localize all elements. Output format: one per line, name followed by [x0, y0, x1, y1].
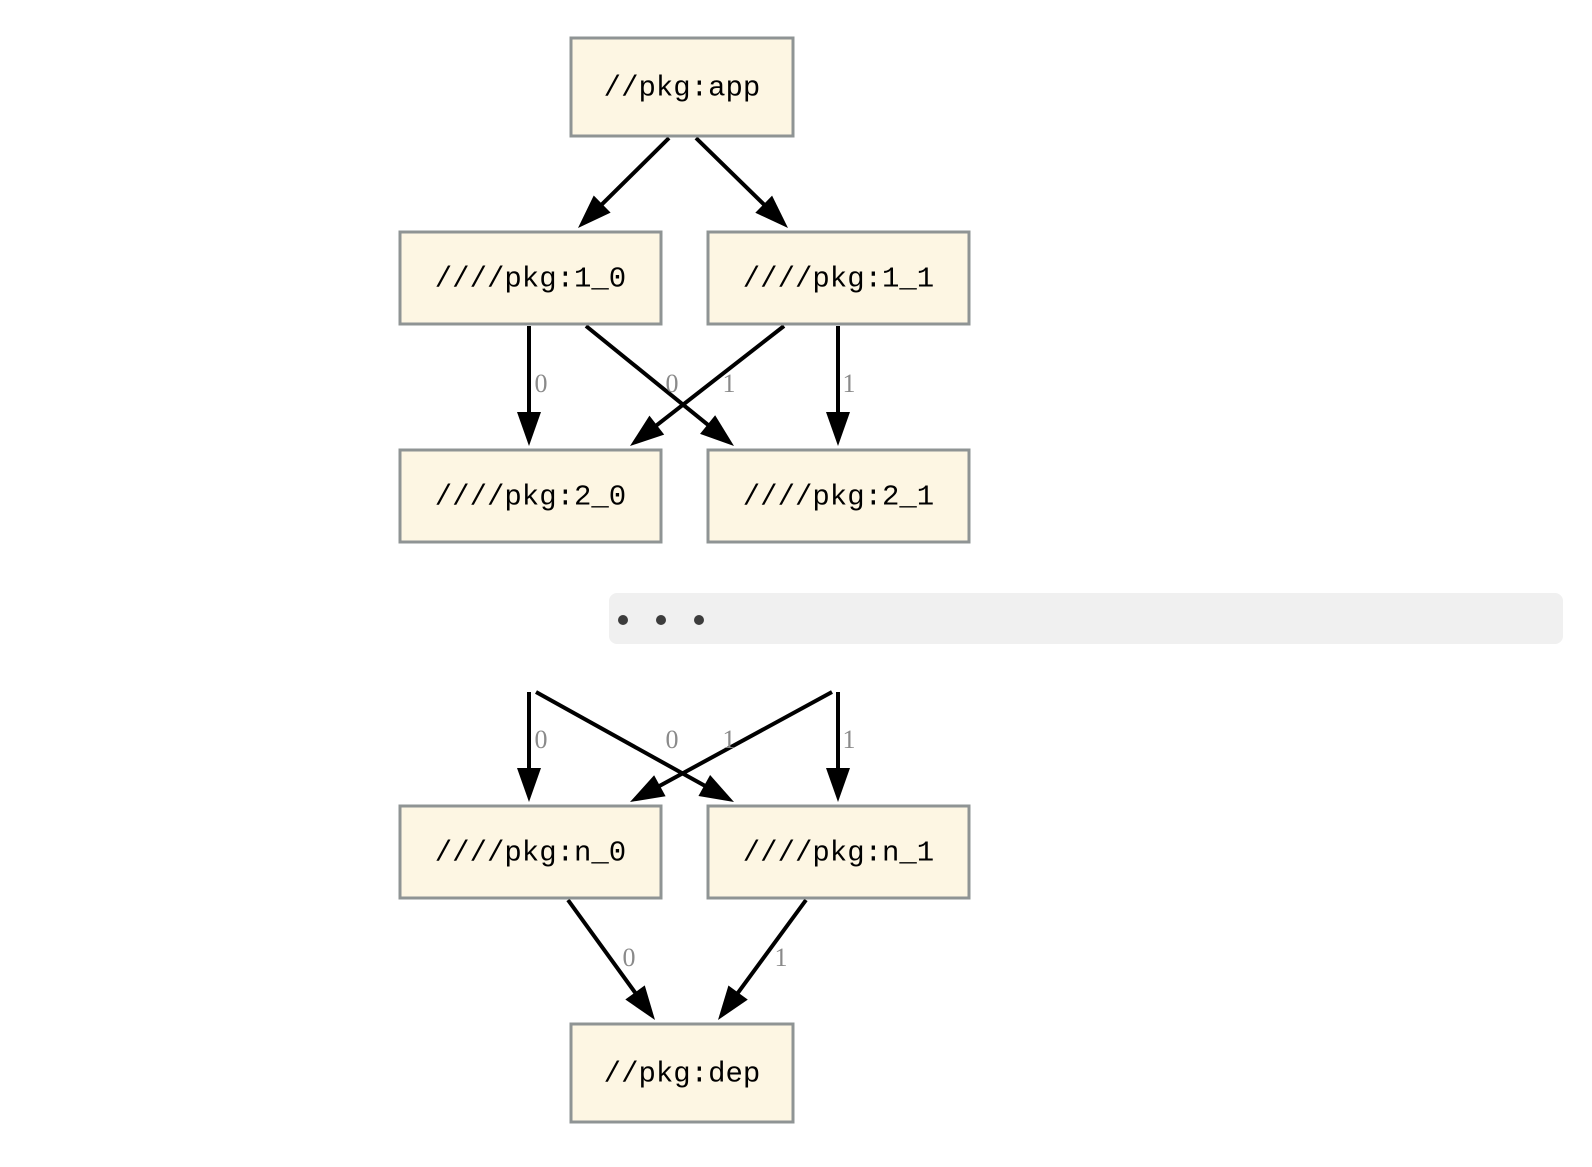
ellipsis-dot-1: [656, 615, 666, 625]
edge-cut-to-nn_1: 1: [826, 692, 856, 802]
node-box[interactable]: [398, 804, 663, 900]
ellipsis-dot-0: [618, 615, 628, 625]
edge-arrowhead: [517, 412, 541, 446]
edge-line: [653, 690, 833, 791]
edge-line: [566, 898, 641, 999]
ellipsis-band: [609, 593, 1563, 644]
node-app[interactable]: //pkg:app: [569, 36, 795, 138]
edge-label: 0: [535, 369, 548, 398]
edge-nn_1-to-dep: 1: [718, 898, 808, 1020]
node-label: //pkg:app: [604, 72, 761, 105]
node-label: ////pkg:1_1: [743, 263, 934, 296]
node-n1_0[interactable]: ////pkg:1_0: [398, 230, 663, 326]
node-nn_0[interactable]: ////pkg:n_0: [398, 804, 663, 900]
edge-nn_0-to-dep: 0: [566, 898, 655, 1020]
edge-app-to-n1_0: [578, 136, 671, 228]
edge-arrowhead: [630, 775, 666, 802]
edge-cut-to-nn_0: 0: [517, 692, 548, 802]
edge-label: 1: [723, 725, 736, 754]
node-box[interactable]: [569, 1022, 795, 1124]
edge-line: [694, 136, 770, 210]
node-box[interactable]: [569, 36, 795, 138]
node-label: ////pkg:2_1: [743, 481, 934, 514]
edge-cut-to-nn_1: 0: [535, 690, 734, 802]
edge-arrowhead: [630, 415, 665, 446]
node-nn_1[interactable]: ////pkg:n_1: [706, 804, 971, 900]
node-box[interactable]: [398, 230, 663, 326]
edge-n1_0-to-n2_1: 0: [584, 324, 734, 446]
edge-line: [584, 324, 714, 430]
node-n1_1[interactable]: ////pkg:1_1: [706, 230, 971, 326]
node-label: ////pkg:2_0: [435, 481, 626, 514]
edge-arrowhead: [700, 415, 734, 446]
node-n2_1[interactable]: ////pkg:2_1: [706, 448, 971, 544]
node-dep[interactable]: //pkg:dep: [569, 1022, 795, 1124]
edge-n1_0-to-n2_0: 0: [517, 326, 548, 446]
edge-arrowhead: [517, 768, 541, 802]
node-box[interactable]: [706, 804, 971, 900]
edge-label: 1: [775, 943, 788, 972]
edge-line: [732, 898, 808, 999]
edge-arrowhead: [698, 774, 734, 802]
node-label: ////pkg:n_1: [743, 837, 934, 870]
edge-arrowhead: [826, 412, 850, 446]
edge-n1_1-to-n2_0: 1: [630, 324, 786, 446]
edge-label: 0: [666, 725, 679, 754]
ellipsis-dot-2: [694, 615, 704, 625]
edge-label: 0: [666, 369, 679, 398]
node-box[interactable]: [706, 448, 971, 544]
node-box[interactable]: [706, 230, 971, 326]
edge-app-to-n1_1: [694, 136, 788, 228]
node-n2_0[interactable]: ////pkg:2_0: [398, 448, 663, 544]
edge-arrowhead: [578, 195, 611, 228]
edge-arrowhead: [755, 195, 788, 228]
edge-line: [650, 324, 786, 431]
edge-label: 0: [623, 943, 636, 972]
node-box[interactable]: [398, 448, 663, 544]
edge-n1_1-to-n2_1: 1: [826, 326, 856, 446]
edge-line: [596, 136, 671, 210]
edge-label: 0: [535, 725, 548, 754]
node-label: //pkg:dep: [604, 1058, 761, 1091]
edge-cut-to-nn_0: 1: [630, 690, 833, 802]
edge-label: 1: [843, 725, 856, 754]
node-label: ////pkg:n_0: [435, 837, 626, 870]
edge-label: 1: [843, 369, 856, 398]
edge-label: 1: [723, 369, 736, 398]
node-label: ////pkg:1_0: [435, 263, 626, 296]
edge-arrowhead: [718, 985, 748, 1020]
edge-arrowhead: [826, 768, 850, 802]
edge-arrowhead: [625, 985, 655, 1020]
